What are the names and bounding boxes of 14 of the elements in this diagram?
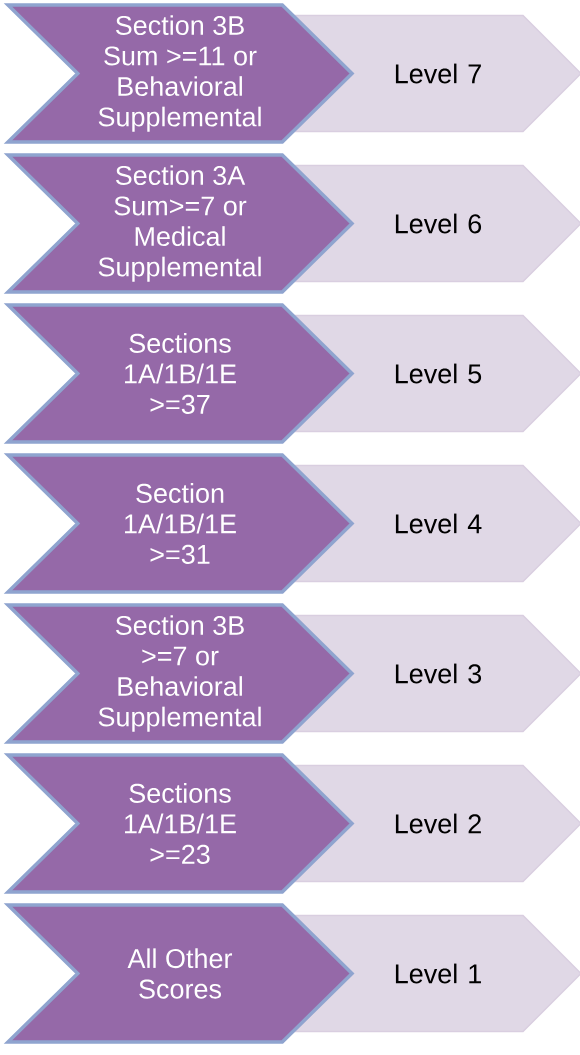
criteria-box: Section 3B Sum >=11 or Behavioral Supplemental <box>3 3 355 144</box>
level-box: Level 7 <box>293 14 580 133</box>
level-box: Level 4 <box>293 464 580 583</box>
level-box: Level 3 <box>293 614 580 733</box>
level-box: Level 6 <box>293 164 580 283</box>
criteria-box: Section 3A Sum>=7 or Medical Supplemental <box>3 153 355 294</box>
criteria-box: All Other Scores <box>3 903 355 1044</box>
criteria-box: Sections 1A/1B/1E >=37 <box>3 303 355 444</box>
criteria-box: Section 3B >=7 or Behavioral Supplemental <box>3 603 355 744</box>
criteria-box: Section 1A/1B/1E >=31 <box>3 453 355 594</box>
criteria-box: Sections 1A/1B/1E >=23 <box>3 753 355 894</box>
level-box: Level 5 <box>293 314 580 433</box>
level-box: Level 1 <box>293 914 580 1033</box>
level-box: Level 2 <box>293 764 580 883</box>
